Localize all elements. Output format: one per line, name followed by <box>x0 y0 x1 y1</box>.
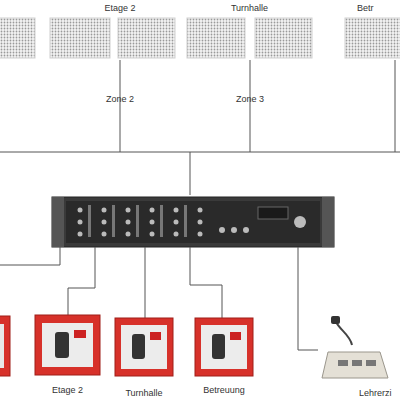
zone-label: Zone 2 <box>106 94 134 104</box>
desk-microphone <box>322 316 388 378</box>
desk-microphone-station: Lehrerzi <box>318 314 400 400</box>
node-label: Lehrerzi <box>359 388 400 398</box>
call-station: Turnhalle <box>115 318 173 400</box>
wall-speakers <box>0 18 400 58</box>
speaker-group: Etage 2 <box>50 0 175 60</box>
speaker-group: Turnhalle <box>187 0 312 60</box>
speaker-group: Betr <box>345 0 400 60</box>
node-label: Betreuung <box>195 385 253 395</box>
call-stations <box>0 315 253 376</box>
node-label: Turnhalle <box>187 3 312 13</box>
node-label: Turnhalle <box>115 388 173 398</box>
node-label: Betr <box>357 3 400 13</box>
call-station: Etage 2 <box>35 315 100 400</box>
call-station: Betreuung <box>195 318 253 400</box>
node-label: Etage 2 <box>35 385 100 395</box>
speaker-wires <box>0 60 400 195</box>
zone-label: Zone 3 <box>236 94 264 104</box>
node-label: Etage 2 <box>50 3 190 13</box>
mixer-amplifier <box>52 197 334 247</box>
